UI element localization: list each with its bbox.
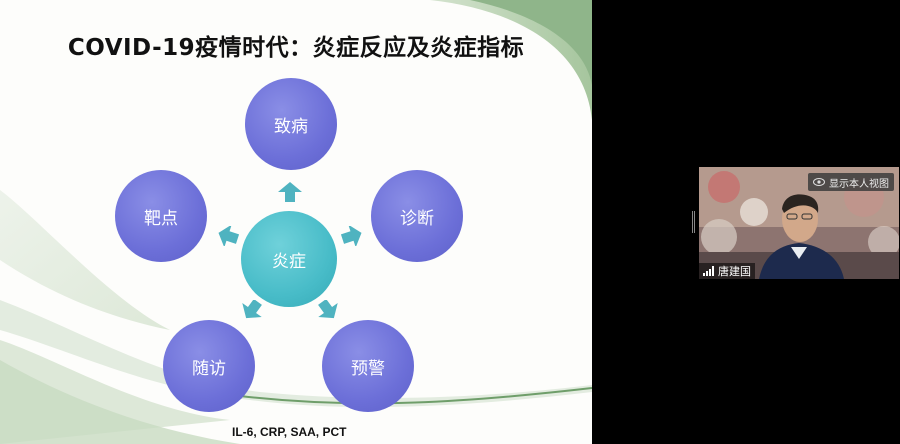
arrow-right-icon <box>340 226 362 246</box>
node-early-warning: 预警 <box>322 320 414 412</box>
presentation-slide: COVID-19疫情时代：炎症反应及炎症指标 致病 诊断 预警 随访 靶点 炎症… <box>0 0 592 444</box>
participant-name-tag: 唐建国 <box>699 263 755 279</box>
signal-icon <box>703 266 714 276</box>
slide-footnote: IL-6, CRP, SAA, PCT <box>232 425 347 439</box>
node-follow-up: 随访 <box>163 320 255 412</box>
arrow-down-left-icon <box>242 300 262 319</box>
panel-drag-handle[interactable] <box>692 211 696 233</box>
show-self-view-button[interactable]: 显示本人视图 <box>808 173 894 191</box>
node-pathogenesis: 致病 <box>245 78 337 170</box>
arrow-up-icon <box>278 182 302 202</box>
slide-title: COVID-19疫情时代：炎症反应及炎症指标 <box>67 35 525 61</box>
show-self-view-label: 显示本人视图 <box>829 178 889 190</box>
participant-name: 唐建国 <box>718 265 751 278</box>
arrow-down-right-icon <box>318 300 338 319</box>
slide-background-decoration <box>0 0 592 444</box>
node-inflammation-center: 炎症 <box>241 211 337 307</box>
node-diagnosis: 诊断 <box>371 170 463 262</box>
eye-icon <box>813 178 825 186</box>
arrow-left-icon <box>218 226 240 246</box>
node-target: 靶点 <box>115 170 207 262</box>
